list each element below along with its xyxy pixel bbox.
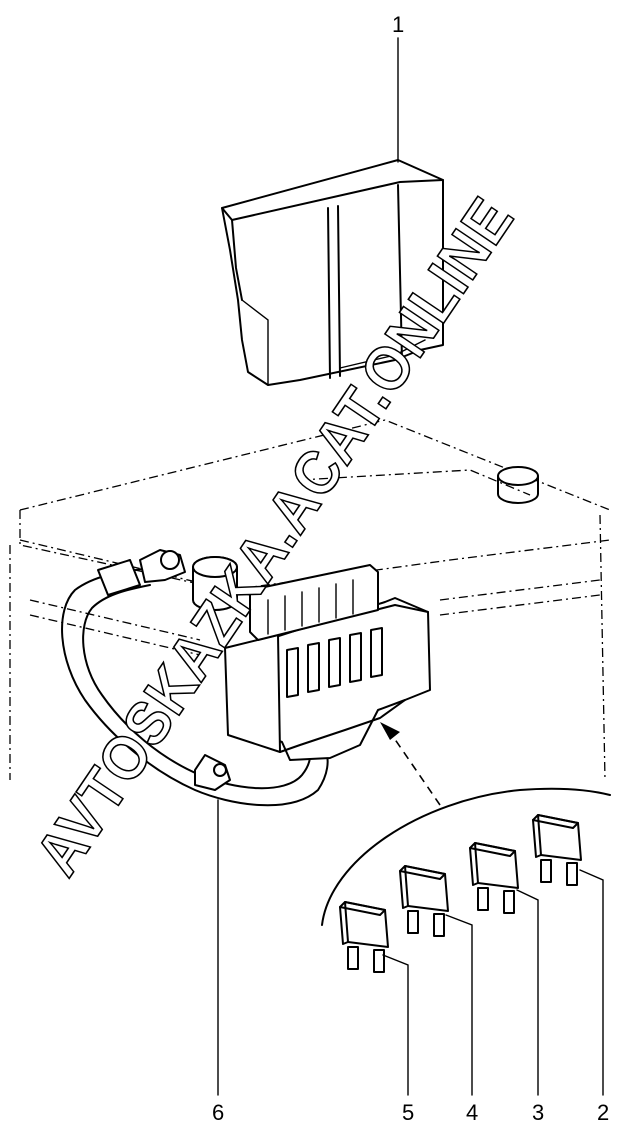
callout-5: 5 — [402, 1100, 414, 1125]
fuse-group-arc — [321, 787, 611, 926]
assembly-arrow — [380, 722, 441, 806]
fuse-box-cover — [221, 159, 444, 386]
battery — [9, 419, 611, 781]
callout-3: 3 — [532, 1100, 544, 1125]
callout-4: 4 — [466, 1100, 478, 1125]
spare-fuse-5 — [339, 901, 389, 973]
callout-2: 2 — [597, 1100, 609, 1125]
spare-fuse-4 — [399, 865, 449, 937]
callout-6: 6 — [212, 1100, 224, 1125]
spare-fuse-3 — [469, 842, 519, 914]
callout-1: 1 — [392, 12, 404, 37]
battery-cable — [61, 549, 329, 807]
spare-fuse-2 — [532, 814, 582, 886]
fuse-box-base — [224, 564, 431, 761]
leader-lines — [217, 37, 604, 1096]
